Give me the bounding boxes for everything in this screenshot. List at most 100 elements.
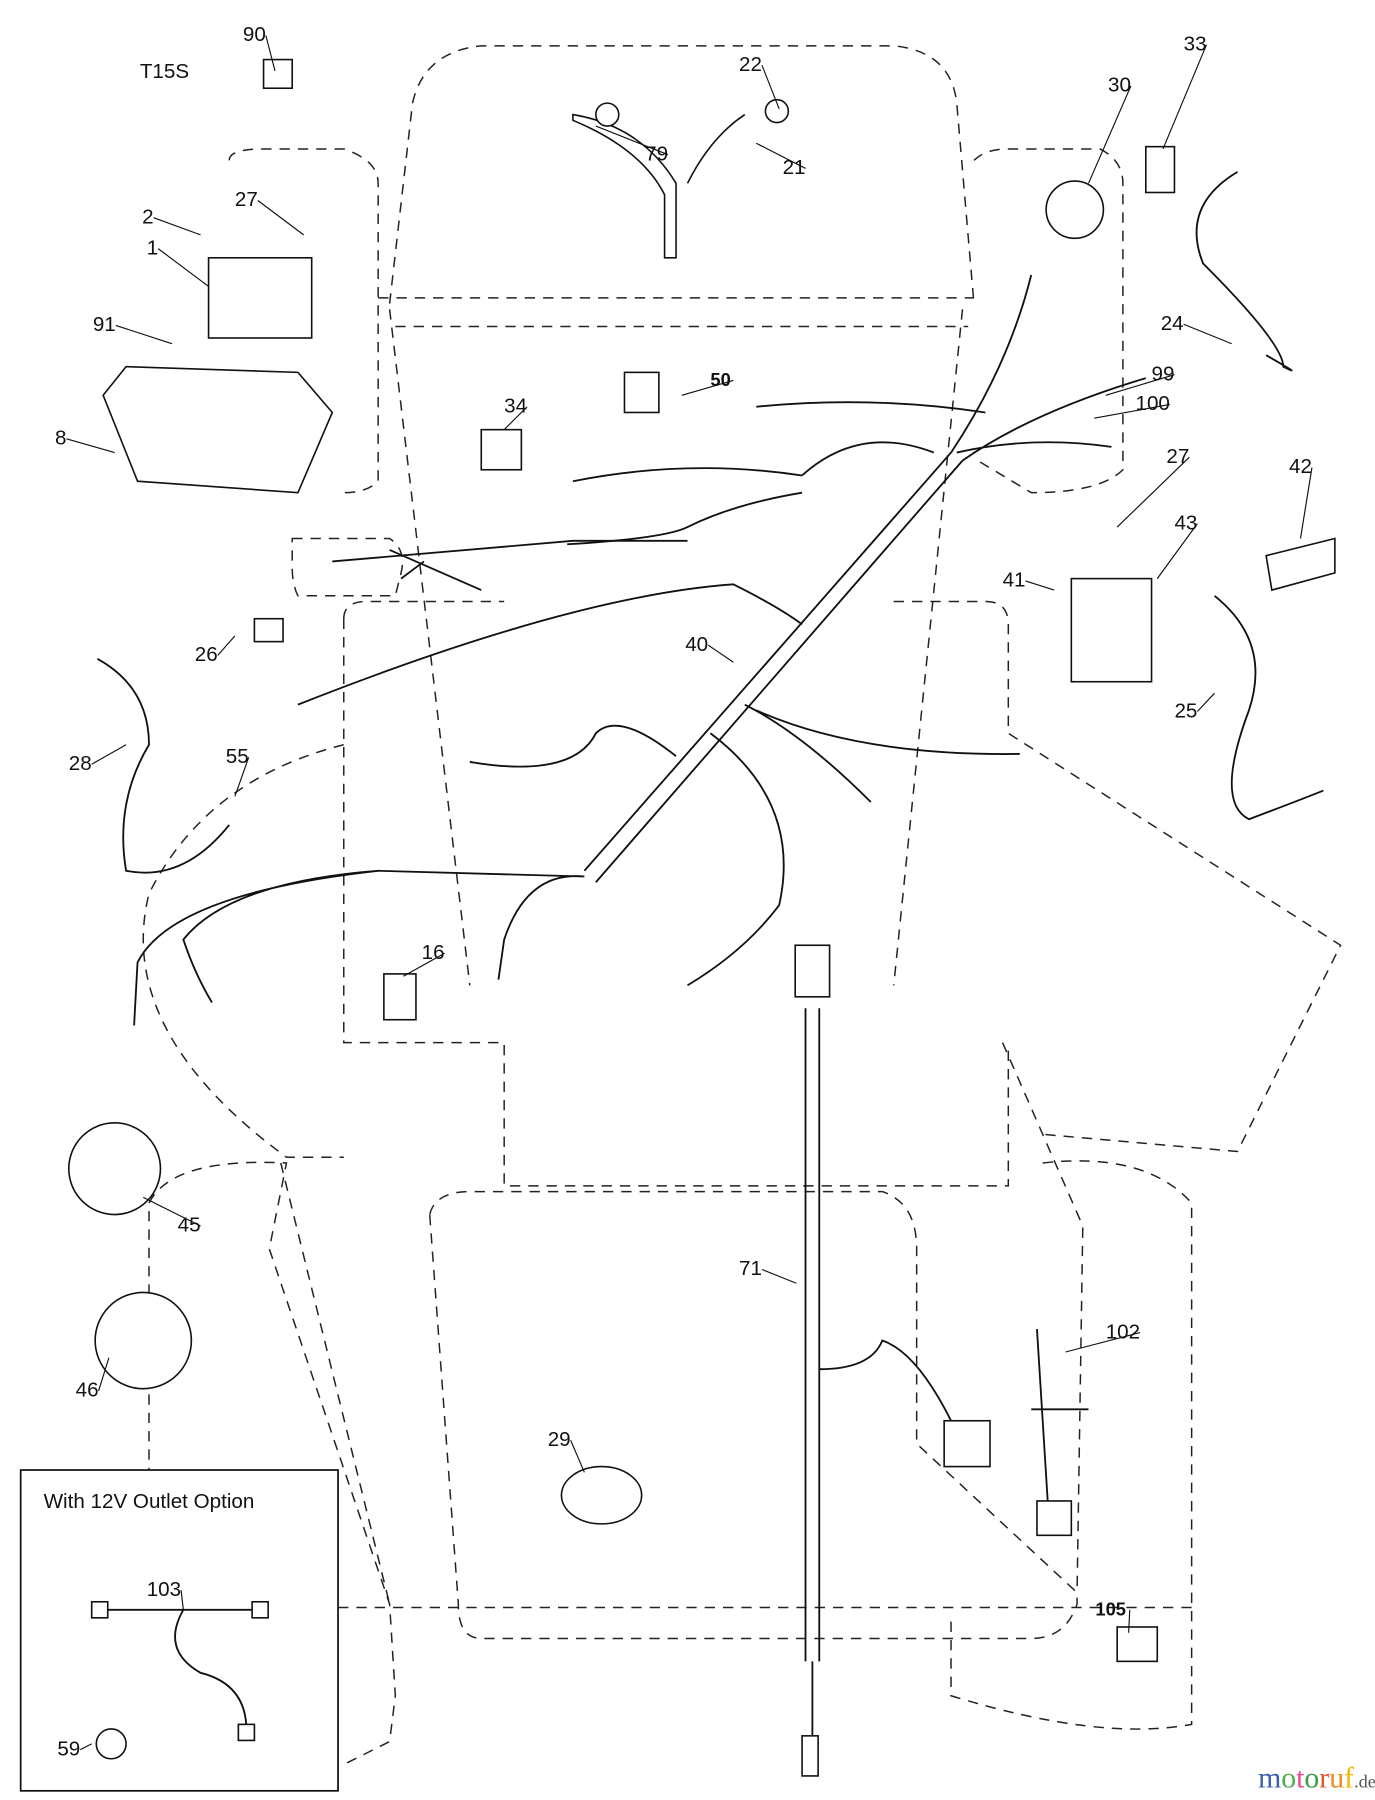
callout-41: 41 — [1003, 569, 1026, 592]
callout-29: 29 — [548, 1428, 571, 1451]
callout-34: 34 — [504, 394, 527, 417]
key-33 — [1145, 145, 1176, 194]
callout-24: 24 — [1161, 312, 1184, 335]
battery-tray — [102, 365, 334, 494]
leader-line-40 — [707, 644, 734, 663]
solenoid-43 — [1070, 577, 1153, 683]
leader-line-100 — [1094, 403, 1170, 419]
leader-line-27 — [1116, 456, 1190, 528]
callout-100: 100 — [1135, 392, 1169, 415]
cables — [96, 171, 1324, 1513]
leader-line-102 — [1065, 1331, 1141, 1353]
leader-line-2 — [153, 217, 201, 236]
callout-labels: 90 22 79 21 30 33 2 27 1 91 99 100 8 50 34 24 27 42 43 41 26… — [55, 23, 1312, 1760]
leader-line-103 — [180, 1590, 184, 1610]
leader-line-41 — [1025, 580, 1055, 591]
parts — [67, 58, 1336, 1663]
leader-line-79 — [595, 125, 669, 156]
leader-line-26 — [217, 635, 236, 656]
watermark-logo: motoruf.de — [1258, 1761, 1375, 1794]
callout-33: 33 — [1184, 32, 1207, 55]
part-90 — [262, 58, 294, 90]
callout-103: 103 — [147, 1578, 181, 1601]
switch-16 — [383, 973, 417, 1021]
leader-line-22 — [761, 65, 780, 110]
logo-letter: f — [1344, 1761, 1354, 1794]
callout-59: 59 — [57, 1737, 80, 1760]
model-label: T15S — [140, 60, 189, 83]
callout-45: 45 — [178, 1214, 201, 1237]
callout-90: 90 — [243, 23, 266, 46]
callout-43: 43 — [1174, 511, 1197, 534]
leader-line-34 — [503, 406, 528, 431]
callout-22: 22 — [739, 53, 762, 76]
switch-102 — [1036, 1500, 1073, 1537]
callout-42: 42 — [1289, 455, 1312, 478]
callout-99: 99 — [1152, 362, 1175, 385]
callout-50: 50 — [710, 369, 730, 390]
leader-line-46 — [98, 1357, 110, 1392]
callout-55: 55 — [226, 745, 249, 768]
part-34 — [480, 428, 523, 471]
leader-line-99 — [1105, 374, 1175, 396]
leader-line-43 — [1156, 523, 1198, 579]
callout-91: 91 — [93, 313, 116, 336]
logo-letter: o — [1304, 1761, 1319, 1794]
headlights-21 — [572, 113, 746, 259]
battery — [207, 256, 313, 339]
leader-line-90 — [265, 35, 276, 72]
horn-29 — [560, 1465, 643, 1525]
callout-28: 28 — [69, 752, 92, 775]
callout-16: 16 — [422, 941, 445, 964]
leader-line-24 — [1183, 323, 1232, 345]
logo-letter: r — [1319, 1761, 1329, 1794]
leader-line-91 — [115, 324, 173, 345]
boot-42 — [1265, 537, 1336, 592]
leader-line-21 — [755, 142, 806, 169]
leader-line-42 — [1299, 467, 1313, 539]
callout-1: 1 — [147, 236, 158, 259]
callout-105: 105 — [1095, 1599, 1126, 1620]
leader-line-45 — [143, 1196, 201, 1227]
wiring-harness-71 — [794, 944, 991, 1777]
hour-meter-46 — [94, 1291, 193, 1390]
leader-line-30 — [1087, 85, 1132, 184]
chassis-outline — [142, 45, 1342, 1766]
wiring-harness-40 — [133, 274, 1147, 1026]
leader-line-28 — [91, 744, 127, 765]
logo-letter: t — [1296, 1761, 1305, 1794]
logo-letter: o — [1281, 1761, 1296, 1794]
callout-79: 79 — [645, 142, 668, 165]
leader-line-105 — [1128, 1609, 1131, 1633]
callout-2: 2 — [142, 205, 153, 228]
part-105 — [1116, 1626, 1159, 1663]
leader-line-8 — [66, 438, 115, 454]
callout-102: 102 — [1106, 1320, 1140, 1343]
callout-30: 30 — [1108, 74, 1131, 97]
key-switch-30 — [1045, 180, 1105, 240]
leader-line-59 — [79, 1743, 92, 1751]
callout-40: 40 — [685, 633, 708, 656]
leader-line-25 — [1196, 692, 1215, 712]
callout-26: 26 — [195, 643, 218, 666]
logo-letter: m — [1258, 1761, 1281, 1794]
callout-46: 46 — [76, 1379, 99, 1402]
inset-title: With 12V Outlet Option — [44, 1490, 255, 1513]
inset-12v-outlet — [19, 1469, 339, 1792]
callout-21: 21 — [783, 156, 806, 179]
leader-line-1 — [157, 248, 209, 287]
leader-line-16 — [403, 952, 445, 977]
leader-line-33 — [1162, 44, 1208, 150]
callout-27: 27 — [235, 188, 258, 211]
leader-lines — [66, 35, 1313, 1751]
fuse-26 — [253, 617, 284, 643]
logo-letter: u — [1329, 1761, 1344, 1794]
leader-line-50 — [681, 379, 734, 396]
callout-27: 27 — [1166, 445, 1189, 468]
leader-line-29 — [570, 1440, 585, 1473]
ammeter-45 — [67, 1122, 162, 1216]
callout-8: 8 — [55, 427, 66, 450]
logo-suffix: .de — [1354, 1771, 1375, 1791]
